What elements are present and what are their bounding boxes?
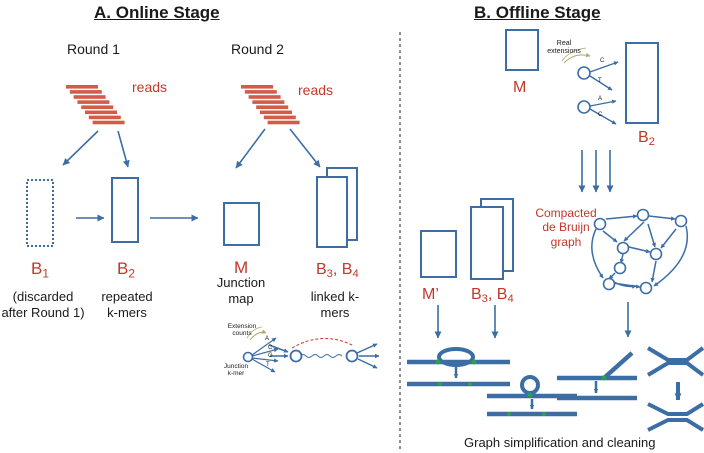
- read-segment: [252, 100, 285, 104]
- mprime-label: M’: [422, 286, 439, 303]
- m-caption: Junction map: [216, 275, 266, 306]
- offline-b34-front-box: [470, 206, 504, 280]
- read-segment: [85, 110, 117, 115]
- bubble-removal-illustration: [407, 347, 510, 387]
- read-segment: [260, 110, 292, 115]
- base-t-label: T: [266, 362, 270, 368]
- b34-front-box: [316, 176, 348, 248]
- read-segment: [73, 95, 106, 99]
- online-stage-title: A. Online Stage: [94, 3, 220, 22]
- round2-label: Round 2: [231, 41, 284, 57]
- ext-base-a-label: A: [598, 96, 603, 102]
- cdbg-label: Compacted de Bruijn graph: [535, 206, 597, 249]
- read-segment: [241, 85, 273, 89]
- offline-b34-label: B3, B4: [471, 286, 514, 306]
- ext-base-c1-label: C: [600, 58, 605, 64]
- bottom-caption: Graph simplification and cleaning: [464, 435, 656, 450]
- base-a-label: A: [265, 336, 270, 342]
- read-segment: [263, 115, 296, 120]
- arrow-reads2-to-m: [235, 128, 266, 169]
- junction-kmer-label: Junction k-mer: [223, 363, 249, 378]
- b2-box: [111, 177, 139, 243]
- offline-m-box: [505, 29, 539, 71]
- m-box: [223, 202, 260, 246]
- tip-removal-illustration: [557, 351, 637, 401]
- b2-label: B2: [117, 259, 135, 281]
- offline-m-label: M: [513, 79, 527, 96]
- base-c-label: C: [268, 345, 273, 351]
- read-segment: [244, 90, 277, 94]
- read-segment: [256, 105, 289, 109]
- b1-caption: (discarded after Round 1): [1, 289, 85, 320]
- arrow-reads-to-b2: [117, 130, 130, 168]
- linked-kmers-detail: [268, 337, 380, 369]
- b1-dotted-box: [26, 179, 54, 247]
- ext-base-t-label: T: [598, 78, 602, 84]
- arrow-reads2-to-b34: [289, 128, 321, 168]
- read-segment: [77, 100, 110, 104]
- arrow-reads-to-b1: [62, 130, 99, 166]
- cross-resolution-illustration: [646, 346, 704, 432]
- m-label: M: [234, 258, 249, 277]
- b1-label: B1: [31, 259, 49, 281]
- b34-label: B3, B4: [316, 261, 359, 281]
- base-g-label: G: [268, 353, 273, 359]
- reads-label-round2: reads: [298, 82, 334, 98]
- real-extensions-detail: [561, 47, 619, 125]
- b2-caption: repeated k-mers: [101, 289, 153, 320]
- offline-stage-title: B. Offline Stage: [474, 3, 601, 22]
- extension-counts-label: Extension counts: [227, 323, 257, 338]
- offline-b2-label: B2: [638, 129, 655, 149]
- real-extensions-label: Real extensions: [547, 40, 581, 56]
- reads-stack-round2: [241, 85, 300, 125]
- mprime-box: [420, 230, 457, 278]
- cdbg-graph: [591, 208, 688, 295]
- read-segment: [92, 120, 125, 125]
- read-segment: [267, 120, 300, 125]
- offline-b2-box: [625, 42, 659, 124]
- reads-label-round1: reads: [132, 79, 168, 95]
- read-segment: [81, 105, 114, 109]
- round1-label: Round 1: [67, 41, 120, 57]
- read-segment: [248, 95, 281, 99]
- ext-base-c2-label: C: [598, 112, 603, 118]
- junction-kmer-detail: [242, 326, 279, 373]
- reads-stack-round1: [66, 85, 125, 125]
- read-segment: [66, 85, 98, 89]
- read-segment: [69, 90, 102, 94]
- b34-caption: linked k- mers: [310, 289, 360, 320]
- read-segment: [88, 115, 121, 120]
